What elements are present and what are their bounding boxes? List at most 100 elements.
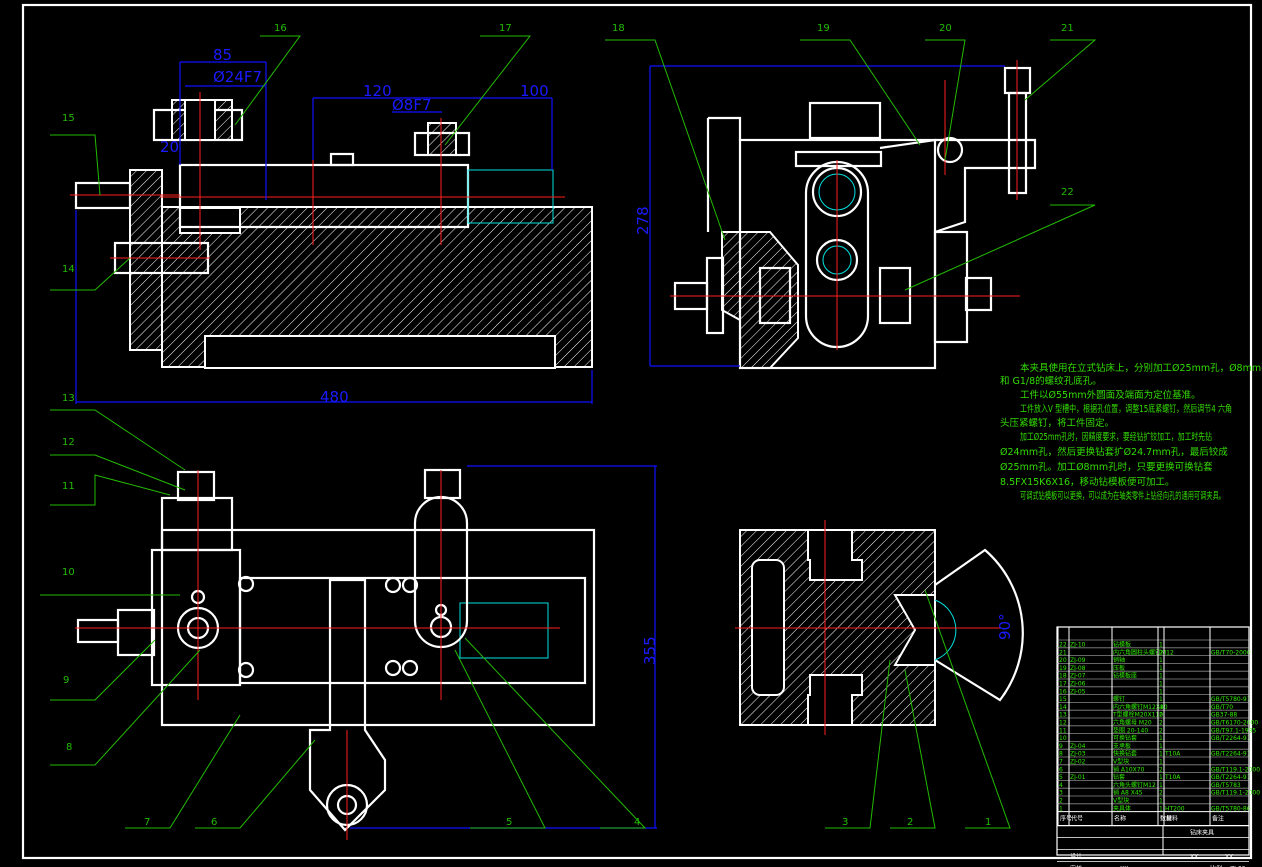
note-line: 加工Ø25mm孔时，因精度要求，要经钻扩铰加工，加工时先钻 — [1020, 431, 1212, 443]
table-cell: 9 — [1059, 743, 1063, 750]
table-cell: 1 — [1159, 665, 1163, 672]
table-cell: 2 — [1159, 727, 1163, 734]
top-view: 355 — [75, 465, 659, 840]
table-cell: 1 — [1159, 735, 1163, 742]
label-13: 13 — [62, 393, 75, 404]
table-cell: 内六角螺钉M12X30 — [1113, 703, 1168, 711]
table-cell: 垫圈 20-140 — [1113, 726, 1148, 734]
label-22: 22 — [1061, 187, 1074, 198]
label-8: 8 — [66, 742, 72, 753]
dim-8f7: Ø8F7 — [392, 96, 432, 114]
dim-278: 278 — [634, 206, 652, 235]
table-cell: 1 — [1059, 805, 1063, 812]
table-cell: ZJ-05 — [1070, 688, 1086, 695]
label-4: 4 — [634, 817, 640, 828]
table-cell: ZJ-07 — [1070, 673, 1086, 680]
label-3: 3 — [842, 817, 848, 828]
table-cell: T型螺栓M20X110 — [1112, 711, 1163, 719]
dim-90deg: 90° — [996, 613, 1014, 640]
table-cell: 钻模板座 — [1113, 672, 1137, 680]
label-11: 11 — [62, 481, 75, 492]
leader-lines — [40, 35, 1097, 829]
dim-24f7: Ø24F7 — [213, 68, 262, 86]
table-cell: 1 — [1159, 751, 1163, 758]
table-cell: V型块 — [1113, 758, 1129, 766]
table-cell: 1 — [1159, 696, 1163, 703]
note-line: 本夹具使用在立式钻床上，分别加工Ø25mm孔，Ø8mm孔 — [1020, 362, 1262, 374]
label-9: 9 — [63, 675, 69, 686]
check-label: 审核 — [1070, 865, 1082, 867]
dim-85: 85 — [213, 46, 232, 64]
designer-label: 设计 — [1070, 853, 1082, 861]
table-cell: 12 — [1059, 720, 1067, 727]
date: XX — [1190, 854, 1198, 861]
table-cell: ZJ-09 — [1070, 657, 1086, 664]
table-cell: 螺钉 — [1113, 695, 1125, 703]
table-cell: GB/T5780-91 — [1211, 696, 1251, 703]
table-cell: GB/T6170-2000 — [1211, 720, 1258, 727]
table-cell: 4 — [1059, 782, 1063, 789]
section-view: 90° — [735, 520, 1024, 735]
table-cell: GB37-88 — [1211, 712, 1237, 719]
table-cell: ZJ-02 — [1070, 759, 1086, 766]
table-header-cell: 数量 — [1160, 815, 1172, 823]
table-cell: 可换钻套 — [1113, 734, 1137, 742]
table-cell: ZJ-03 — [1070, 751, 1086, 758]
table-cell: 1 — [1159, 743, 1163, 750]
table-cell: GB/T2264-91 — [1211, 735, 1251, 742]
table-cell: GB/T2264-91 — [1211, 751, 1251, 758]
label-12: 12 — [62, 437, 75, 448]
table-cell: GB/T5783 — [1211, 782, 1241, 789]
school: XX — [1120, 866, 1128, 867]
label-1: 1 — [985, 817, 991, 828]
table-cell: 2 — [1159, 649, 1163, 656]
label-18: 18 — [612, 23, 625, 34]
dim-120: 120 — [363, 82, 392, 100]
table-cell: ZJ-10 — [1070, 642, 1086, 649]
table-cell: 10 — [1059, 735, 1067, 742]
table-cell: GB/T97.1-1985 — [1211, 727, 1256, 734]
table-cell: GB/T2264-91 — [1211, 774, 1251, 781]
table-cell: 7 — [1059, 759, 1063, 766]
table-cell: 2 — [1159, 790, 1163, 797]
table-cell: 2 — [1159, 720, 1163, 727]
label-14: 14 — [62, 264, 75, 275]
table-cell: 压板 — [1113, 664, 1125, 672]
note-line: Ø24mm孔，然后更换钻套扩Ø24.7mm孔，最后铰成 — [1000, 446, 1228, 458]
table-cell: 1 — [1159, 681, 1163, 688]
label-7: 7 — [144, 817, 150, 828]
table-cell: 15 — [1059, 696, 1067, 703]
label-15: 15 — [62, 113, 75, 124]
table-cell: GB/T119.1-2000 — [1211, 766, 1260, 773]
table-cell: 1 — [1159, 774, 1163, 781]
note-line: 可调式钻模板可以更换，可以成为在轴类零件上钻径向孔的通用可调夹具。 — [1020, 490, 1225, 502]
table-cell: 16 — [1059, 688, 1067, 695]
note-line: 和 G1/8的螺纹孔底孔。 — [1000, 375, 1102, 387]
label-17: 17 — [499, 23, 512, 34]
table-cell: GB/T70-2000 — [1211, 649, 1251, 656]
label-2: 2 — [907, 817, 913, 828]
table-cell: ZJ-08 — [1070, 665, 1086, 672]
table-cell: 1 — [1159, 782, 1163, 789]
table-cell: 快换钻套 — [1113, 750, 1137, 758]
label-19: 19 — [817, 23, 830, 34]
table-cell: 六角头螺钉M12 — [1113, 781, 1156, 789]
table-cell: 13 — [1059, 712, 1067, 719]
table-cell: 六角螺母 M20 — [1113, 719, 1152, 727]
table-cell: 内六角圆柱头螺钉M12 — [1113, 648, 1174, 656]
table-cell: 1 — [1159, 688, 1163, 695]
table-cell: 17 — [1059, 681, 1067, 688]
drawing-number: XX — [1225, 854, 1233, 861]
label-10: 10 — [62, 567, 75, 578]
balloon-labels: 1 2 3 4 5 6 7 8 9 10 11 12 13 14 15 16 1… — [62, 23, 1074, 828]
table-cell: 4 — [1159, 704, 1163, 711]
note-line: 8.5FX15K6X16，移动钻模板便可加工。 — [1000, 476, 1175, 488]
table-cell: 1 — [1159, 657, 1163, 664]
dim-20: 20 — [160, 138, 179, 156]
label-20: 20 — [939, 23, 952, 34]
drawing-frame — [21, 3, 1253, 860]
table-cell: 20 — [1059, 657, 1067, 664]
note-line: 工件放入V 型槽中，根据孔位置，调整15底紧螺钉，然后调节4 六角 — [1020, 403, 1232, 415]
table-cell: 1 — [1159, 759, 1163, 766]
